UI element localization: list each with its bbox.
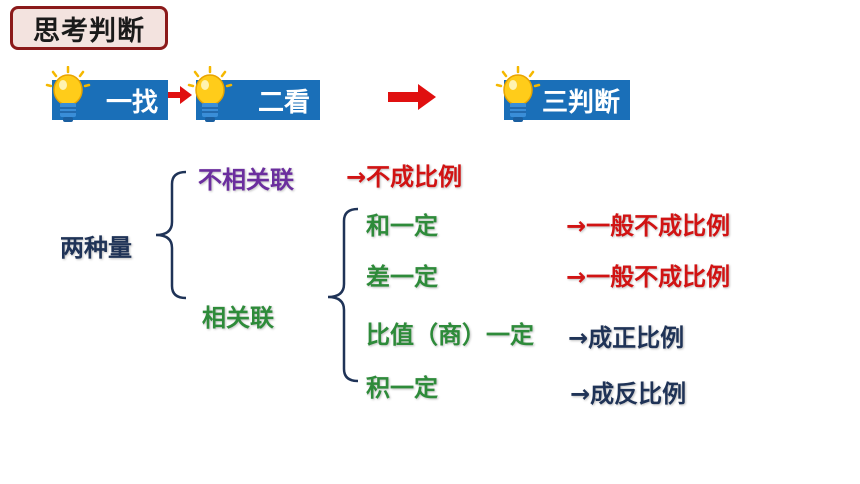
step-label: 一找: [105, 87, 158, 118]
step-find: 一找: [44, 66, 168, 126]
lightbulb-icon: [187, 66, 233, 122]
related-item-difference: 差一定: [366, 263, 438, 291]
related-label: 相关联: [202, 304, 274, 332]
lightbulb-icon: [495, 66, 541, 122]
right-arrow-icon: [388, 84, 436, 110]
brace-related: [327, 207, 359, 383]
result-difference: →一般不成比例: [566, 263, 731, 291]
right-arrow-icon: [168, 86, 192, 104]
step-label: 三判断: [541, 87, 620, 118]
step-look: 二看: [186, 66, 320, 126]
result-sum: →一般不成比例: [566, 212, 731, 240]
related-item-product: 积一定: [366, 374, 438, 402]
lightbulb-icon: [45, 66, 91, 122]
related-item-sum: 和一定: [366, 212, 438, 240]
result-ratio: →成正比例: [568, 324, 685, 352]
tree-root: 两种量: [60, 234, 132, 262]
step-label: 二看: [257, 87, 310, 118]
brace-main: [155, 170, 187, 300]
unrelated-result: →不成比例: [346, 163, 463, 191]
step-judge: 三判断: [494, 66, 630, 126]
step-label-box: 三判断: [504, 80, 630, 120]
result-product: →成反比例: [570, 380, 687, 408]
related-item-ratio: 比值（商）一定: [366, 321, 534, 349]
unrelated-label: 不相关联: [198, 166, 294, 194]
page-title: 思考判断: [10, 6, 168, 50]
